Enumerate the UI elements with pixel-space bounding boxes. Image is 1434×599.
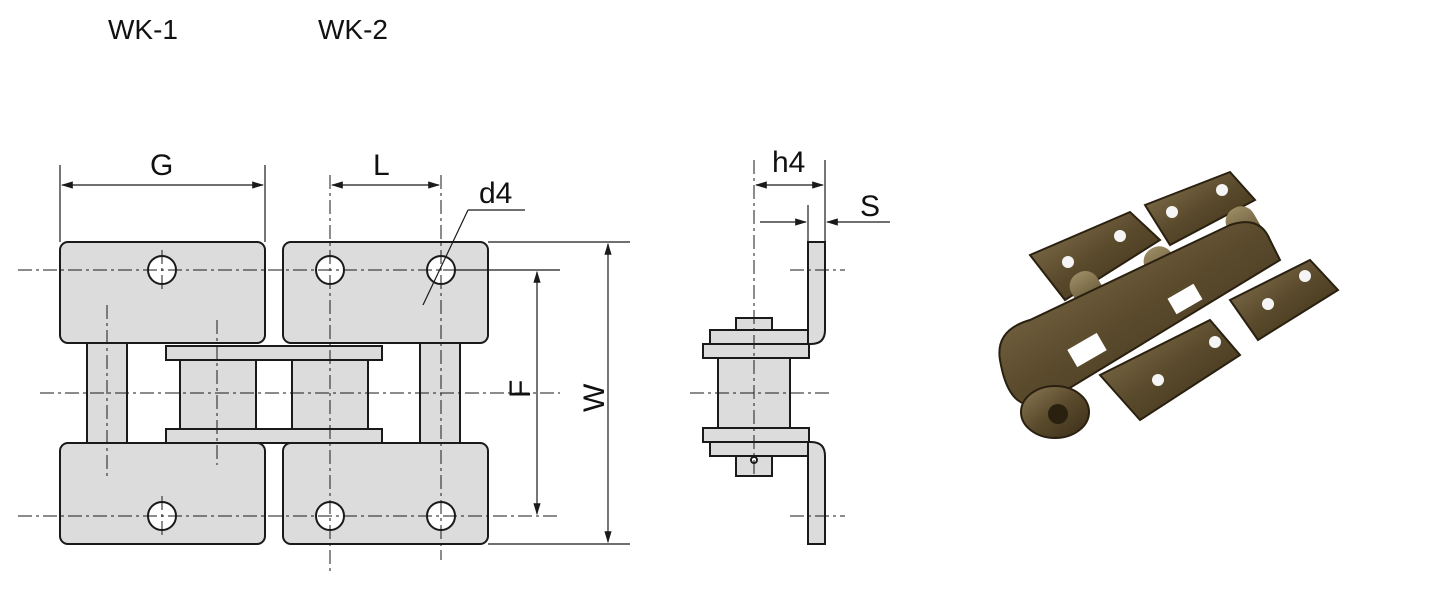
attachment-bottom-left xyxy=(59,442,266,545)
dim-d4-label: d4 xyxy=(479,177,512,210)
dim-s-label: S xyxy=(860,190,880,223)
dim-w-label: W xyxy=(578,383,611,412)
front-view: G L d4 F W xyxy=(18,149,630,572)
dim-l-label: L xyxy=(373,149,390,182)
dim-g-label: G xyxy=(150,149,173,182)
bent-attachment-bottom xyxy=(807,441,826,545)
wk1-label: WK-1 xyxy=(108,14,178,45)
side-plate-2 xyxy=(702,343,810,359)
side-plate-1 xyxy=(709,329,809,345)
dim-f-label: F xyxy=(504,380,537,398)
inner-plate-bottom xyxy=(165,428,383,444)
attachment-top-right xyxy=(282,241,489,344)
attachment-bottom-right xyxy=(282,442,489,545)
inner-plate-top xyxy=(165,345,383,361)
attachment-chain-photo-icon xyxy=(998,170,1340,439)
side-view: h4 S xyxy=(690,146,890,545)
roller-left xyxy=(179,359,257,430)
dim-h4-label: h4 xyxy=(772,146,805,179)
wk2-label: WK-2 xyxy=(318,14,388,45)
attachment-top-left xyxy=(59,241,266,344)
side-plate-4 xyxy=(709,441,809,457)
bent-attachment-top xyxy=(807,241,826,345)
side-plate-3 xyxy=(702,427,810,443)
